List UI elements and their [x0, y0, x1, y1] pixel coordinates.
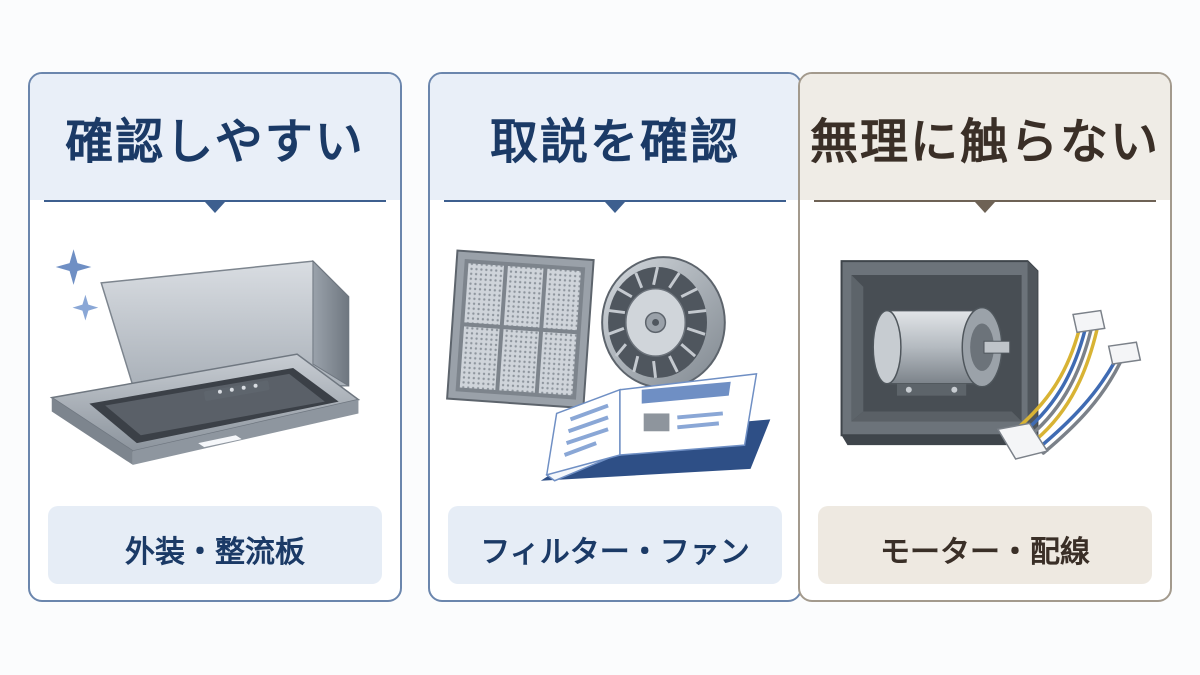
manual-book-icon	[540, 373, 771, 482]
fan-icon	[601, 256, 726, 389]
card-footer: モーター・配線	[818, 506, 1152, 584]
header-divider	[444, 200, 786, 202]
card-header: 確認しやすい	[30, 74, 400, 200]
motor-wiring-icon	[840, 260, 1142, 460]
header-divider	[44, 200, 386, 202]
card-do-not-touch: 無理に触らない	[798, 72, 1172, 602]
range-hood-icon	[49, 249, 361, 465]
sparkle-icon	[72, 294, 99, 321]
part-label: フィルター・ファン	[480, 535, 750, 570]
card-title: 無理に触らない	[809, 114, 1160, 170]
motor-icon	[872, 306, 1011, 396]
connector-icon	[996, 309, 1142, 460]
header-divider	[814, 200, 1156, 202]
card-footer: フィルター・ファン	[448, 506, 782, 584]
card-easy-to-check: 確認しやすい	[28, 72, 402, 602]
part-label: 外装・整流板	[125, 535, 305, 570]
sparkle-icon	[55, 249, 92, 285]
card-check-manual: 取説を確認	[428, 72, 802, 602]
down-arrow-icon	[605, 202, 625, 213]
filter-icon	[446, 249, 595, 410]
card-header: 取説を確認	[430, 74, 800, 200]
card-title: 取説を確認	[489, 114, 740, 170]
part-label: モーター・配線	[880, 535, 1090, 570]
down-arrow-icon	[205, 202, 225, 213]
down-arrow-icon	[975, 202, 995, 213]
card-header: 無理に触らない	[800, 74, 1170, 200]
card-title: 確認しやすい	[65, 114, 365, 170]
card-footer: 外装・整流板	[48, 506, 382, 584]
filter-fan-manual-icon	[446, 249, 771, 482]
